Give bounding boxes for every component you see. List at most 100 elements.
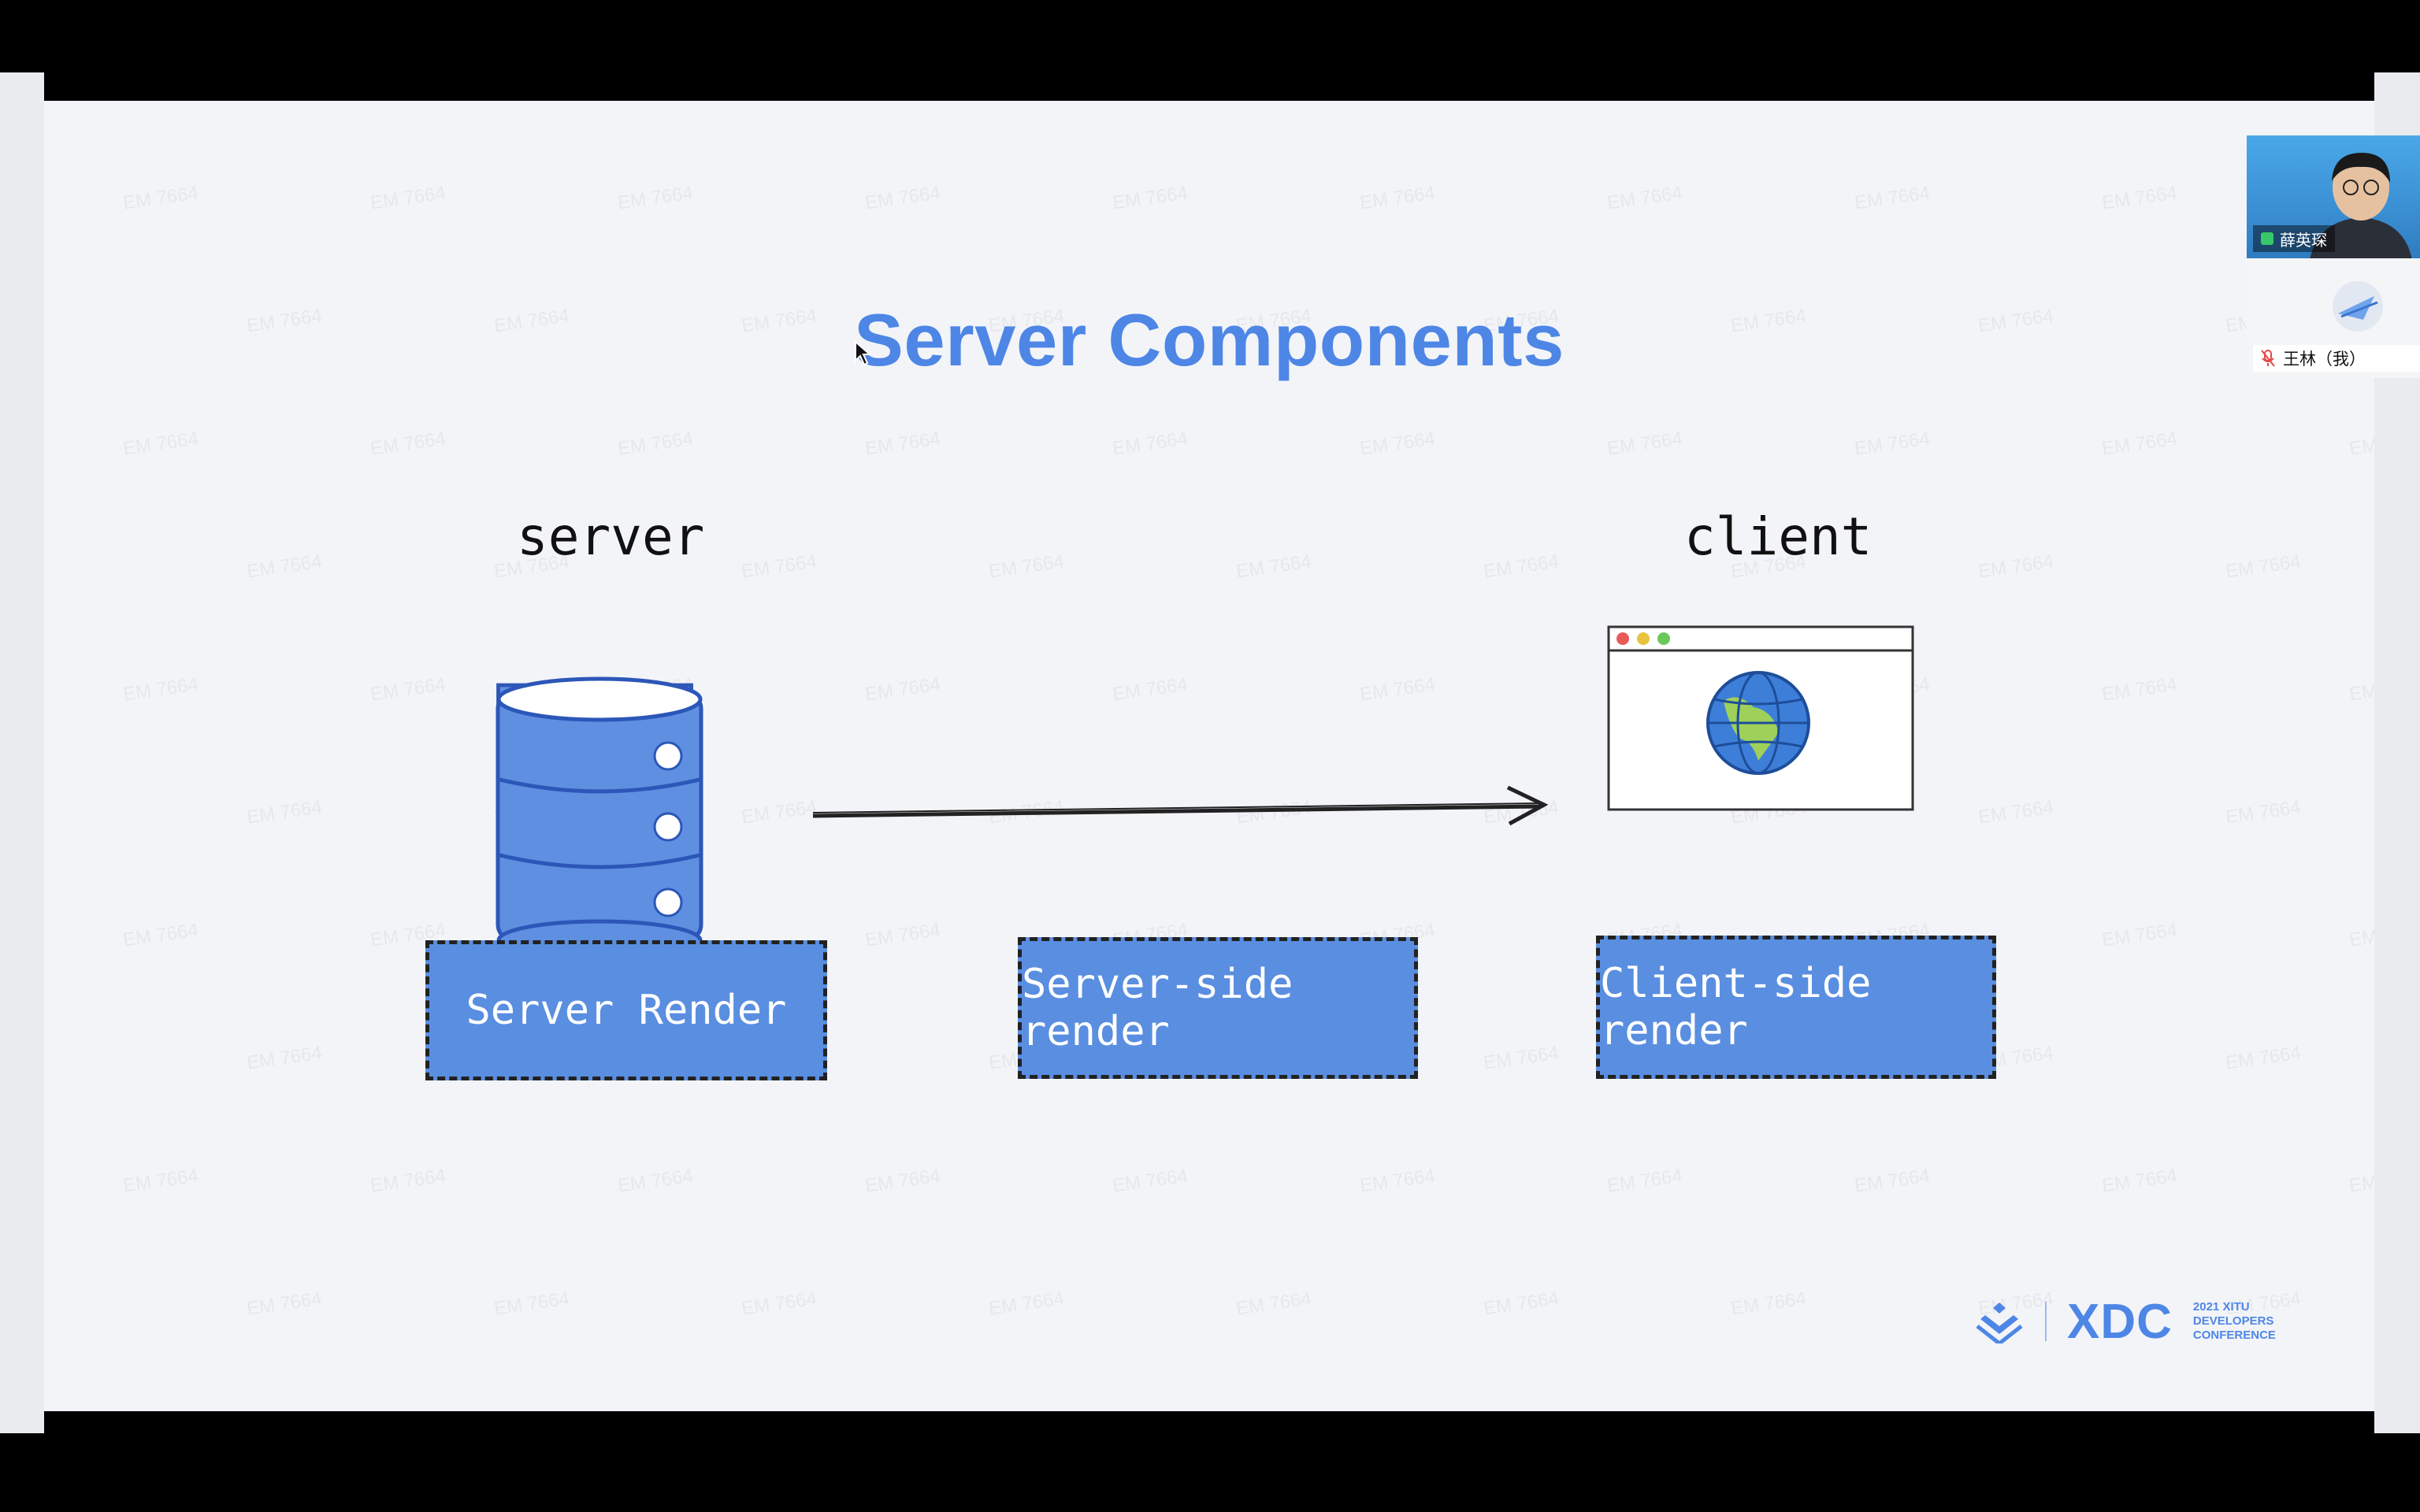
watermark-text: EM 7664 [1234,1288,1313,1320]
watermark-text: EM 7664 [2100,182,2179,214]
watermark-text: EM 7664 [2224,1042,2303,1074]
client-label: client [1684,506,1873,567]
brand-divider [2045,1302,2047,1341]
watermark-text: EM 7664 [121,428,200,460]
watermark-text: EM 7664 [863,1165,942,1197]
watermark-text: EM 7664 [1234,550,1313,583]
presenter-avatar [2310,153,2412,258]
watermark-text: EM 7664 [616,1165,695,1197]
mic-muted-icon [2261,350,2275,367]
watermark-text: EM 7664 [369,673,447,706]
watermark-text: EM 7664 [2348,1410,2374,1411]
browser-window-icon [1607,625,1914,811]
database-icon [496,676,703,951]
watermark-text: EM 7664 [1482,550,1561,583]
watermark-text: EM 7664 [1606,1410,1684,1411]
self-name-tag: 王林（我） [2253,345,2420,372]
brand-line-1: 2021 XITU [2192,1300,2250,1314]
watermark-text: EM 7664 [1605,182,1684,214]
watermark-text: EM 7664 [1976,796,2055,828]
watermark-text: EM 7664 [2224,796,2303,828]
watermark-text: EM 7664 [740,1288,818,1320]
server-render-box: Server Render [425,940,827,1080]
watermark-text: EM 7664 [2348,1165,2374,1197]
watermark-text: EM 7664 [1358,1165,1437,1197]
speaking-icon [2261,232,2273,245]
watermark-text: EM 7664 [2100,428,2179,460]
watermark-text: EM 7664 [2100,1165,2179,1197]
watermark-text: EM 7664 [245,1288,324,1320]
watermark-text: EM 7664 [1976,550,2055,583]
self-name: 王林（我） [2283,350,2366,369]
watermark-text: EM 7664 [245,1042,324,1074]
presentation-slide: EM 7664 EM 7664 EM 7664 EM 7664 EM 7664 EM 76… [44,101,2374,1411]
watermark-text: EM 7664 [863,919,942,951]
watermark-text: EM 7664 [1111,673,1190,706]
watermark-text: EM 7664 [2348,919,2374,951]
presenter-video-tile[interactable]: 薛英琛 [2247,135,2420,258]
watermark-text: EM 7664 [617,1410,695,1411]
watermark-text: EM 7664 [1853,1165,1932,1197]
brand-name: XDC [2067,1294,2173,1349]
watermark-text: EM 7664 [1358,673,1437,706]
watermark-text: EM 7664 [121,673,200,706]
watermark-text: EM 7664 [1111,182,1190,214]
watermark-text: EM 7664 [369,1410,447,1411]
watermark-text: EM 7664 [245,796,324,828]
watermark-text: EM 7664 [863,182,942,214]
watermark-text: EM 7664 [987,1288,1066,1320]
watermark-text: EM 7664 [121,182,200,214]
watermark-text: EM 7664 [987,550,1066,583]
self-video-tile[interactable]: 王林（我） [2247,258,2420,378]
brand-line-3: CONFERENCE [2192,1329,2276,1342]
watermark-text: EM 7664 [2101,1410,2179,1411]
brand-subtitle: 2021 XITU DEVELOPERS CONFERENCE [2193,1300,2276,1343]
watermark-text: EM 7664 [1112,1410,1190,1411]
server-side-render-box: Server-side render [1018,937,1418,1079]
watermark-text: EM 7664 [1111,428,1190,460]
watermark-text: EM 7664 [369,1165,447,1197]
left-edge-strip [0,72,44,1433]
client-side-render-box: Client-side render [1596,936,1996,1079]
self-avatar-icon [2333,281,2383,332]
watermark-text: EM 7664 [616,428,695,460]
mouse-cursor-icon [855,340,872,366]
watermark-text: EM 7664 [1482,1042,1561,1074]
watermark-text: EM 7664 [1111,1165,1190,1197]
watermark-text: EM 7664 [740,550,818,583]
watermark-text: EM 7664 [1605,428,1684,460]
watermark-text: EM 7664 [2348,428,2374,460]
slide-title: Server Components [854,298,1564,381]
xdc-logo: XDC 2021 XITU DEVELOPERS CONFERENCE [1974,1282,2276,1361]
watermark-text: EM 7664 [369,428,447,460]
watermark-text: EM 7664 [245,550,324,583]
presenter-name-tag: 薛英琛 [2253,225,2335,252]
watermark-text: EM 7664 [1853,182,1932,214]
watermark-text: EM 7664 [2100,673,2179,706]
arrow-icon [812,785,1549,826]
brand-line-2: DEVELOPERS [2192,1314,2274,1328]
watermark-text: EM 7664 [616,182,695,214]
watermark-text: EM 7664 [492,1288,571,1320]
server-label: server [517,506,705,567]
watermark-text: EM 7664 [863,428,942,460]
watermark-text: EM 7664 [121,919,200,951]
watermark-text: EM 7664 [1729,1288,1808,1320]
watermark-text: EM 7664 [2348,673,2374,706]
watermark-text: EM 7664 [1853,428,1932,460]
watermark-text: EM 7664 [1854,1410,1932,1411]
watermark-text: EM 7664 [1358,182,1437,214]
watermark-text: EM 7664 [369,182,447,214]
watermark-text: EM 7664 [864,1410,942,1411]
watermark-text: EM 7664 [1358,428,1437,460]
presenter-name: 薛英琛 [2280,230,2327,250]
watermark-text: EM 7664 [2224,550,2303,583]
watermark-text: EM 7664 [1482,1288,1561,1320]
watermark-text: EM 7664 [863,673,942,706]
watermark-text: EM 7664 [121,1165,200,1197]
watermark-text: EM 7664 [740,796,818,828]
watermark-text: EM 7664 [1605,1165,1684,1197]
watermark-text: EM 7664 [2100,919,2179,951]
watermark-text: EM 7664 [1359,1410,1437,1411]
juejin-logo-icon [1976,1303,2023,1343]
